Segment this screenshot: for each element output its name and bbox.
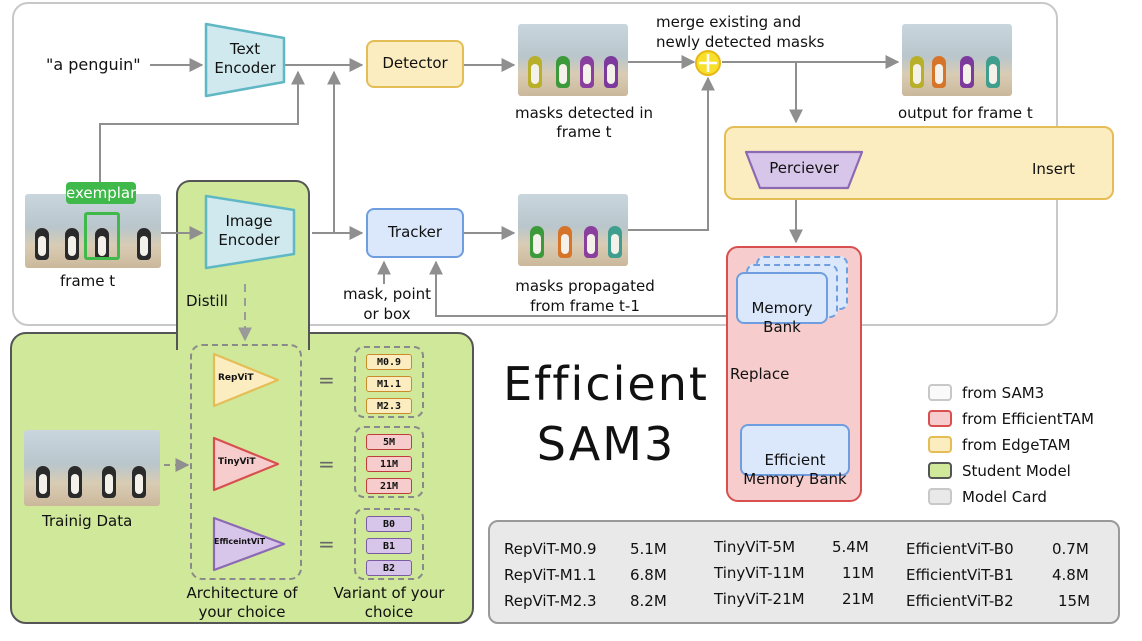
card-name-repvit-2: RepViT-M2.3 [504, 592, 597, 610]
variant-repvit-1: M1.1 [366, 376, 412, 392]
card-size-repvit-1: 6.8M [630, 566, 667, 584]
variant-efficientvit-1: B1 [366, 538, 412, 554]
image-encoder-label: Image Encoder [218, 212, 280, 249]
variant-group-repvit: M0.9 M1.1 M2.3 [354, 346, 424, 418]
card-name-tinyvit-1: TinyViT-11M [714, 564, 805, 582]
detector-label: Detector [382, 54, 448, 72]
legend-label-efficienttam: from EfficientTAM [962, 410, 1094, 428]
bounding-box-icon [84, 212, 120, 260]
perceiver-label: Perciever [769, 159, 839, 177]
legend-swatch-student [928, 462, 952, 479]
card-size-efficientvit-1: 4.8M [1052, 566, 1089, 584]
card-name-repvit-1: RepViT-M1.1 [504, 566, 597, 584]
card-size-tinyvit-0: 5.4M [832, 538, 869, 556]
card-size-repvit-2: 8.2M [630, 592, 667, 610]
card-name-repvit-0: RepViT-M0.9 [504, 540, 597, 558]
arch-label-tinyvit: TinyViT [218, 457, 256, 467]
insert-label: Insert [1032, 160, 1076, 178]
masks-detected-caption: masks detected in frame t [514, 104, 654, 141]
arrow-memory-to-tracker [429, 260, 736, 317]
frame-caption: frame t [60, 272, 116, 290]
variant-caption: Variant of your choice [333, 584, 445, 621]
card-size-efficientvit-2: 15M [1058, 592, 1091, 610]
variant-group-efficientvit: B0 B1 B2 [354, 508, 424, 580]
equals-sign-1: = [318, 368, 335, 392]
card-name-tinyvit-2: TinyViT-21M [714, 590, 805, 608]
equals-sign-3: = [318, 532, 335, 556]
legend-label-edgetam: from EdgeTAM [962, 436, 1071, 454]
output-caption: output for frame t [898, 104, 1033, 122]
variant-tinyvit-1: 11M [366, 456, 412, 472]
card-size-efficientvit-0: 0.7M [1052, 540, 1089, 558]
training-data-caption: Trainig Data [42, 512, 133, 530]
merge-note: merge existing and newly detected masks [656, 13, 825, 51]
card-size-tinyvit-1: 11M [842, 564, 875, 582]
legend-swatch-card [928, 488, 952, 505]
tracker-input-caption: mask, point or box [342, 285, 432, 323]
text-encoder-label: Text Encoder [214, 40, 276, 77]
exemplar-tag: exemplar [66, 182, 136, 204]
output-image [902, 24, 1012, 96]
tracker-label: Tracker [387, 223, 443, 241]
detector-block: Detector [366, 40, 464, 88]
masks-propagated-caption: masks propagated from frame t-1 [515, 277, 655, 315]
main-title: Efficient SAM3 [503, 357, 709, 471]
efficient-memory-bank-label: Efficient Memory Bank [743, 451, 847, 488]
legend-swatch-efficienttam [928, 410, 952, 427]
card-name-efficientvit-0: EfficientViT-B0 [906, 540, 1014, 558]
model-card [488, 520, 1120, 624]
card-name-efficientvit-2: EfficientViT-B2 [906, 592, 1014, 610]
efficient-memory-bank-block: Efficient Memory Bank [740, 424, 850, 488]
image-encoder-shape [204, 194, 296, 270]
variant-group-tinyvit: 5M 11M 21M [354, 426, 424, 498]
distill-label: Distill [186, 292, 228, 310]
legend-label-card: Model Card [962, 488, 1047, 506]
memory-bank-block: Memory Bank [736, 272, 828, 336]
efficientvit-shape [212, 516, 286, 572]
prompt-text: "a penguin" [46, 55, 141, 74]
masks-propagated-image [518, 194, 628, 266]
arch-label-efficientvit: EfficeintViT [214, 537, 266, 546]
repvit-shape [212, 352, 280, 408]
variant-tinyvit-0: 5M [366, 434, 412, 450]
tracker-block: Tracker [366, 208, 464, 258]
card-name-efficientvit-1: EfficientViT-B1 [906, 566, 1014, 584]
training-data-image [24, 430, 160, 506]
variant-repvit-0: M0.9 [366, 354, 412, 370]
legend-swatch-sam3 [928, 384, 952, 401]
text-encoder-shape [204, 22, 286, 98]
exemplar-label: exemplar [66, 184, 137, 202]
card-size-repvit-0: 5.1M [630, 540, 667, 558]
arch-label-repvit: RepViT [218, 373, 254, 383]
tinyvit-shape [212, 436, 280, 492]
arrow-propagated-to-merge [628, 76, 715, 231]
card-size-tinyvit-2: 21M [842, 590, 875, 608]
architecture-caption: Architecture of your choice [186, 584, 298, 621]
perceiver-shape [744, 150, 864, 190]
arrow-exemplar-to-text-encoder [99, 70, 305, 182]
memory-bank-label: Memory Bank [751, 299, 813, 336]
variant-tinyvit-2: 21M [366, 478, 412, 494]
equals-sign-2: = [318, 452, 335, 476]
variant-repvit-2: M2.3 [366, 398, 412, 414]
frame-image [25, 194, 161, 268]
card-name-tinyvit-0: TinyViT-5M [714, 538, 796, 556]
legend-swatch-edgetam [928, 436, 952, 453]
legend-label-student: Student Model [962, 462, 1071, 480]
masks-detected-image [518, 24, 628, 96]
variant-efficientvit-0: B0 [366, 516, 412, 532]
legend-label-sam3: from SAM3 [962, 384, 1045, 402]
replace-label: Replace [730, 365, 790, 383]
plus-circle-icon [695, 50, 721, 76]
variant-efficientvit-2: B2 [366, 560, 412, 576]
architecture-group [190, 344, 302, 580]
